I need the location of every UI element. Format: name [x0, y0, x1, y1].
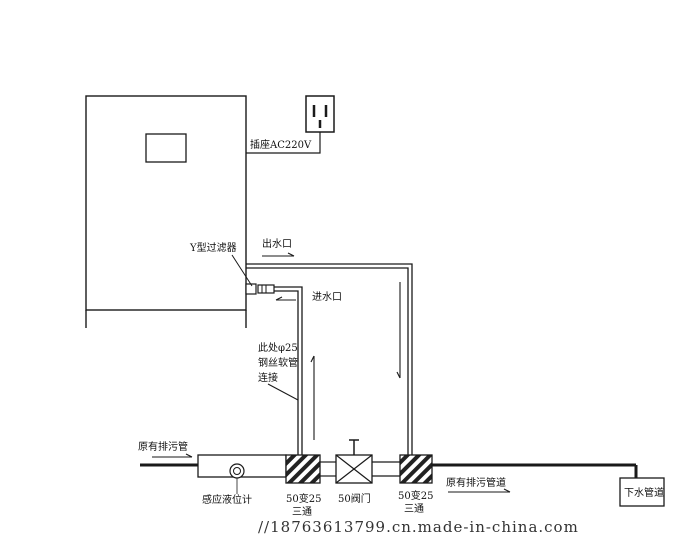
tee-right	[399, 454, 433, 484]
sewer-pipe-label: 下水管道	[624, 488, 664, 499]
power-socket-icon	[305, 95, 335, 133]
tee-right-label-line1: 50变25	[398, 491, 434, 502]
existing-drain-duct-label: 原有排污管道	[446, 478, 506, 489]
level-sensor-box	[197, 454, 287, 479]
y-filter-icon	[245, 283, 275, 295]
tee-left-label-line2: 三通	[292, 507, 312, 518]
tee-left-label-line1: 50变25	[286, 494, 322, 505]
equipment-cabinet	[85, 95, 247, 328]
tee-right-label-line2: 三通	[404, 504, 424, 515]
watermark-text: //18763613799.cn.made-in-china.com	[258, 518, 579, 536]
water-outlet-label: 出水口	[262, 239, 292, 250]
drain-arrow-right	[448, 488, 511, 493]
water-inlet-label: 进水口	[312, 292, 342, 303]
y-filter-label: Y型过滤器	[190, 243, 237, 254]
outlet-pipe	[246, 263, 413, 455]
level-meter-label: 感应液位计	[202, 495, 252, 506]
tee-left	[285, 454, 321, 484]
outlet-arrow	[262, 252, 295, 257]
y-filter-leader	[231, 254, 253, 287]
inlet-pipe	[274, 286, 303, 455]
inlet-arrow	[275, 296, 296, 301]
hose-label-line1: 此处φ25	[258, 343, 298, 354]
hose-leader	[267, 383, 299, 401]
valve-icon	[335, 439, 373, 484]
display-window	[145, 133, 187, 163]
power-cable	[246, 132, 321, 154]
down-arrow-right	[396, 282, 401, 379]
existing-drain-pipe-label: 原有排污管	[138, 442, 188, 453]
hose-label-line2: 钢丝软管	[258, 358, 298, 369]
valve-label: 50阀门	[338, 494, 371, 505]
hose-label-line3: 连接	[258, 373, 278, 384]
socket-label: 插座AC220V	[250, 140, 312, 151]
up-arrow-left	[310, 355, 315, 440]
drain-arrow-left	[152, 453, 193, 458]
sewer-box	[619, 465, 665, 507]
